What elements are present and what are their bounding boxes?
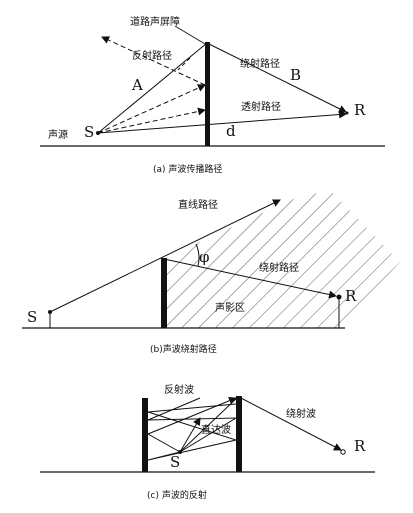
- reflect-path-c2: [147, 397, 238, 453]
- panel-b: 直线路径 绕射路径 声影区 φ S R (b)声波绕射路径: [22, 190, 400, 355]
- r-label-c: R: [354, 437, 366, 455]
- r-label-a: R: [354, 101, 366, 119]
- right-barrier-c: [236, 396, 242, 472]
- shadow-zone: [166, 190, 400, 328]
- diffract-label-b: 绕射路径: [259, 261, 299, 274]
- reflect-path-c1: [146, 396, 237, 453]
- diffract-label-c: 绕射波: [286, 407, 316, 420]
- direct-label-c: 直达波: [201, 423, 231, 436]
- direct-line-b: [49, 199, 281, 313]
- source-point-b: [48, 310, 52, 314]
- reflect-path-low: [97, 107, 206, 134]
- s-label-c: S: [170, 453, 180, 471]
- reflect-path-c3: [147, 403, 238, 461]
- barrier-leader: [174, 25, 206, 45]
- transmit-label-a: 透射路径: [241, 100, 281, 113]
- receiver-point-b: [336, 294, 342, 300]
- reflect-path-incident: [97, 84, 206, 134]
- receiver-point-a: [345, 111, 349, 115]
- panel-a: 道路声屏障 反射路径 绕射路径 透射路径 声源 S R A B d (a) 声波…: [40, 15, 385, 175]
- barrier-b: [161, 258, 167, 328]
- reflect-label-a: 反射路径: [132, 49, 172, 62]
- transmit-path: [97, 110, 347, 134]
- source-label: 声源: [48, 128, 68, 141]
- d-label: d: [226, 122, 236, 140]
- shadow-label: 声影区: [215, 301, 245, 314]
- direct-label-b: 直线路径: [178, 198, 218, 211]
- direct-wave-c2: [179, 417, 201, 453]
- barrier-label: 道路声屏障: [130, 15, 180, 28]
- s-label-a: S: [84, 123, 94, 141]
- source-point-c: [178, 450, 182, 454]
- diffract-label-a: 绕射路径: [240, 57, 280, 70]
- caption-b: (b)声波绕射路径: [150, 343, 217, 355]
- panel-c: 反射波 直达波 绕射波 S R (c) 声波的反射: [40, 383, 375, 501]
- left-barrier-c: [142, 398, 148, 472]
- reflect-label-c: 反射波: [164, 383, 194, 396]
- s-label-b: S: [27, 308, 37, 326]
- reflect-path-upper: [177, 57, 191, 71]
- diffract-wave-c: [238, 396, 342, 451]
- angle-arc: [195, 243, 200, 267]
- reflect-path-out: [101, 36, 206, 86]
- r-label-b: R: [345, 287, 357, 305]
- source-point-a: [96, 131, 100, 135]
- phi-label: φ: [199, 248, 210, 266]
- barrier-a: [205, 42, 210, 146]
- direct-wave-c: [179, 396, 239, 453]
- b-label: B: [290, 66, 301, 84]
- caption-a: (a) 声波传播路径: [153, 163, 222, 175]
- diffract-path-b-line: [163, 258, 337, 299]
- caption-c: (c) 声波的反射: [147, 489, 207, 501]
- direct-path-a: [97, 42, 208, 134]
- a-label: A: [131, 76, 143, 94]
- diffract-path-b: [206, 42, 347, 113]
- receiver-point-c: [340, 449, 346, 455]
